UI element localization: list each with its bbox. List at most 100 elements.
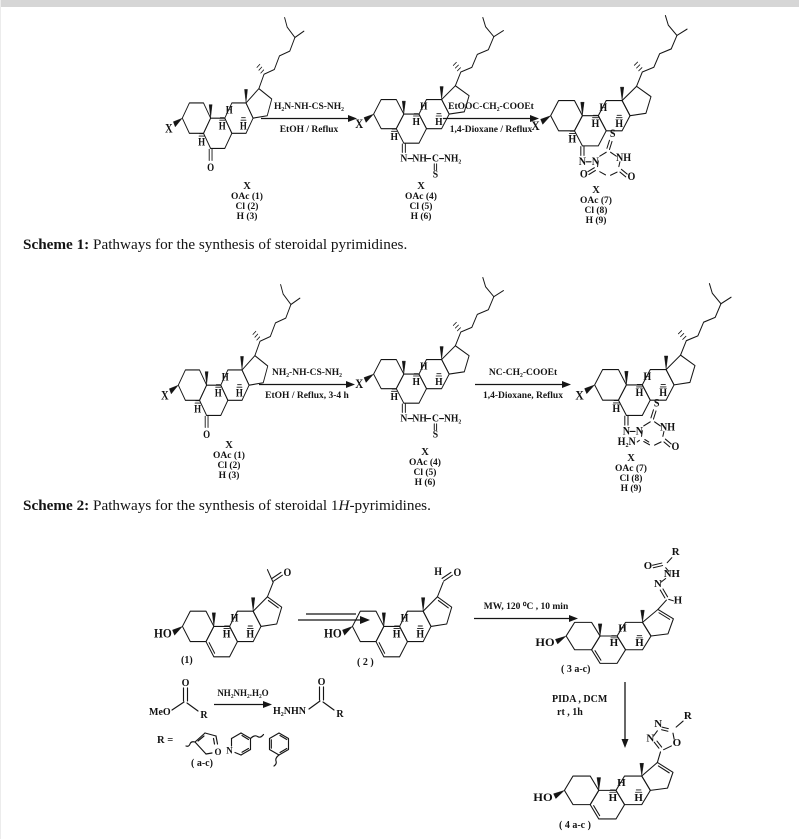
furan-ring [185,732,219,755]
r-group-rings: O N [185,732,290,767]
oxadiazole-ring [652,720,684,764]
substituent-table-3: X OAc (7) Cl (8) H (9) [560,185,632,227]
substituent-header: X [421,447,429,458]
structure-acylhydrazone-3ac: H N NH O R [534,547,682,664]
substituent-row: H (6) [414,478,436,489]
caption-label: Scheme 1: [23,236,90,253]
phenyl-ring [268,732,290,767]
conditions-text: 1,4-Dioxane, Reflux [483,391,563,401]
structure-acylhydrazide: H₂NHN O R [273,677,344,720]
atom-label-o: O [672,441,680,454]
caption-label: Scheme 2: [23,497,90,514]
reagent-text: NC-CH₂-COOEt [488,368,558,378]
substituent-row: OAc (4) [409,458,441,468]
structure-oxadiazole-4ac: N N O R [532,710,692,820]
atom-label-n: N [592,157,600,169]
atom-label-nh: NH [664,569,680,580]
atom-label-h2n: H₂N [618,436,636,449]
reagent-text: H₂N-NH-CS-NH₂ [273,102,345,112]
substituent-row: H (9) [585,216,607,227]
pyridine-ring [230,732,265,756]
atom-label-o: O [182,678,190,689]
atom-label-r: R [672,547,680,558]
hydrazone-chain [652,557,674,610]
atom-label-o: O [580,169,588,181]
arrow-right-icon [259,381,355,388]
conditions-text: EtOH / Reflux, 3-4 h [265,391,349,401]
substituent-row: H (3) [236,212,258,223]
substituent-row: Cl (5) [413,468,437,479]
atom-label-o: O [284,568,292,580]
substituent-row: Cl (8) [584,206,608,217]
caption-text: Pathways for the synthesis of steroidal … [89,236,408,253]
structure-thiosemicarbazone-4-6 [353,16,511,180]
structure-methyl-ester: MeO O R [149,678,208,721]
reagent-text: NH₂NH₂.H₂O [217,688,269,698]
atom-label-n: N [579,157,587,169]
atom-label-r: R [336,709,344,720]
formyl-group [436,571,453,598]
ester-bonds [171,687,199,712]
structure-cholestanone-1-3 [159,283,307,441]
substituent-header: X [243,181,251,192]
atom-label-n: N [623,425,631,438]
reaction-step-1: NH₂-NH-CS-NH₂ EtOH / Reflux, 3-4 h [257,368,357,401]
atom-label-n: N [654,579,662,590]
structure-thiosemicarbazone-4-6 [353,276,511,440]
hydrazide-bonds [308,686,335,711]
reagent-text: NH₂-NH-CS-NH₂ [271,368,343,378]
acetyl-group [266,569,283,598]
conditions-text: MW, 120 ⁰C , 10 min [483,602,569,612]
pida-conditions-line1: PIDA , DCM [552,694,608,705]
aminopyrimidinone-ring [624,409,672,448]
scheme1-caption: Scheme 1: Pathways for the synthesis of … [23,236,407,254]
atom-label-h2nhn: H₂NHN [273,706,307,717]
compound-number-4: ( 4 a-c ) [559,820,591,831]
atom-label-r: R [200,710,208,721]
atom-label-n: N [654,718,662,730]
substituent-row: OAc (4) [405,192,437,202]
atom-label-r: R [684,710,692,722]
atom-label-n: N [636,425,644,438]
substituent-row: Cl (8) [619,474,643,485]
conditions-text: EtOH / Reflux [279,125,339,135]
scheme2-caption: Scheme 2: Pathways for the synthesis of … [23,497,431,515]
atom-label-s: S [610,129,616,141]
atom-label-n: N [646,733,654,745]
reaction-step-2: NC-CH₂-COOEt 1,4-Dioxane, Reflux [471,368,575,401]
atom-label-meo: MeO [149,707,171,718]
atom-label-nh: NH [660,421,676,434]
substituent-row: OAc (7) [580,196,612,206]
structure-cholestanone-1-3 [163,16,311,174]
reaction-step-hydrazine: NH₂NH₂.H₂O [207,688,279,709]
r-set-label: ( a-c) [191,758,213,769]
substituent-row: H (9) [620,484,642,495]
r-equals-label: R = [157,735,174,746]
substituent-table-1: X OAc (1) Cl (2) H (3) [211,181,283,223]
substituent-row: Cl (2) [217,461,241,472]
arrow-right-icon [214,701,272,708]
substituent-header: X [225,440,233,451]
atom-label-o: O [318,677,326,688]
substituent-header: X [627,453,635,464]
atom-label-o: O [644,561,652,572]
substituent-table-2: X OAc (4) Cl (5) H (6) [385,181,457,223]
substituent-row: OAc (7) [615,464,647,474]
caption-text: Pathways for the synthesis of steroidal … [89,497,339,514]
pida-conditions-line2: rt , 1h [557,707,583,718]
atom-label-h: H [434,567,442,579]
compound-number-2: ( 2 ) [357,657,374,668]
structure-aldehyde-2: H O [323,567,461,658]
arrow-right-icon [261,115,357,122]
atom-label-o: O [214,747,221,757]
substituent-header: X [592,185,600,196]
structure-pyrimidinedione-7-9: N N S NH O O [530,15,688,184]
substituent-row: H (6) [410,212,432,223]
atom-label-o: O [628,172,636,184]
substituent-table-3: X OAc (7) Cl (8) H (9) [595,453,667,495]
arrow-right-icon [298,613,370,624]
structure-pregnenolone-1: O [153,568,292,658]
atom-label-o: O [673,737,682,749]
substituent-table-1: X OAc (1) Cl (2) H (3) [193,440,265,482]
